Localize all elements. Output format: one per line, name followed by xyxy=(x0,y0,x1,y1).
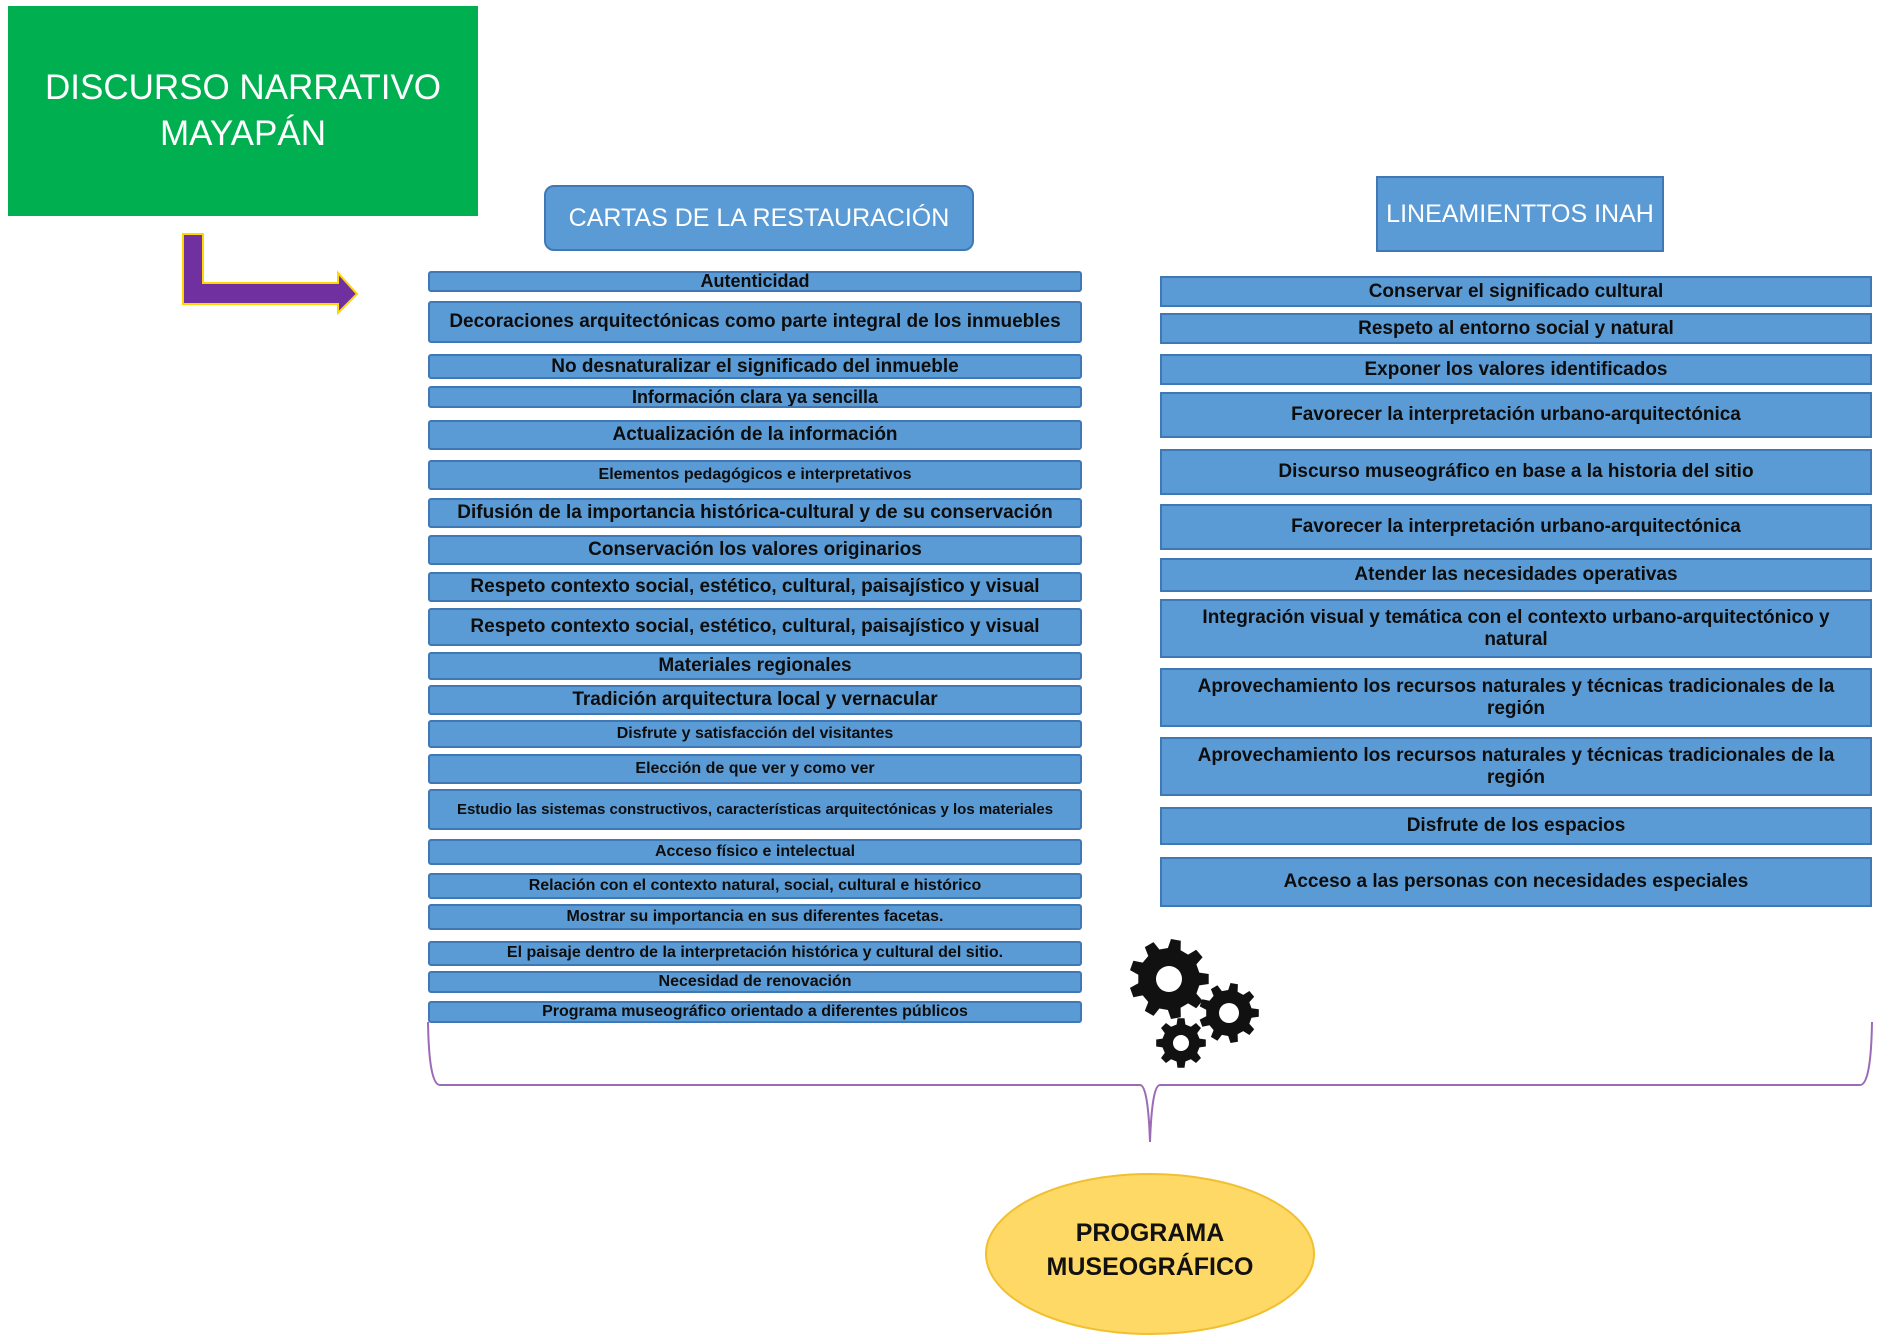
inah-header-label: LINEAMIENTTOS INAH xyxy=(1386,199,1654,228)
cartas-item: Respeto contexto social, estético, cultu… xyxy=(428,608,1082,646)
inah-item: Discurso museográfico en base a la histo… xyxy=(1160,449,1872,495)
gear-hole xyxy=(1156,966,1182,992)
cartas-item: Estudio las sistemas constructivos, cara… xyxy=(428,789,1082,830)
cartas-item: Elementos pedagógicos e interpretativos xyxy=(428,460,1082,490)
cartas-item: Disfrute y satisfacción del visitantes xyxy=(428,720,1082,748)
inah-item: Conservar el significado cultural xyxy=(1160,276,1872,307)
cartas-item: No desnaturalizar el significado del inm… xyxy=(428,354,1082,379)
inah-item: Atender las necesidades operativas xyxy=(1160,558,1872,592)
elbow-arrow-icon xyxy=(182,233,359,316)
inah-item: Integración visual y temática con el con… xyxy=(1160,599,1872,658)
diagram-title: DISCURSO NARRATIVO MAYAPÁN xyxy=(44,68,442,153)
diagram-title-box: DISCURSO NARRATIVO MAYAPÁN xyxy=(8,6,478,216)
cartas-item: Respeto contexto social, estético, cultu… xyxy=(428,572,1082,602)
gear-hole xyxy=(1219,1003,1239,1023)
inah-item: Exponer los valores identificados xyxy=(1160,354,1872,385)
curly-brace xyxy=(427,1021,1873,1143)
result-ellipse xyxy=(985,1173,1315,1335)
cartas-item: Programa museográfico orientado a difere… xyxy=(428,1001,1082,1023)
cartas-item: Conservación los valores originarios xyxy=(428,535,1082,565)
cartas-item: Autenticidad xyxy=(428,271,1082,292)
cartas-item: Elección de que ver y como ver xyxy=(428,754,1082,784)
inah-header: LINEAMIENTTOS INAH xyxy=(1376,176,1664,252)
inah-item: Favorecer la interpretación urbano-arqui… xyxy=(1160,504,1872,550)
cartas-item: Mostrar su importancia en sus diferentes… xyxy=(428,904,1082,930)
cartas-item: Acceso físico e intelectual xyxy=(428,839,1082,865)
cartas-header-label: CARTAS DE LA RESTAURACIÓN xyxy=(568,203,950,232)
cartas-item: Difusión de la importancia histórica-cul… xyxy=(428,498,1082,528)
inah-item: Respeto al entorno social y natural xyxy=(1160,313,1872,344)
cartas-item: Información clara ya sencilla xyxy=(428,386,1082,408)
inah-item: Favorecer la interpretación urbano-arqui… xyxy=(1160,392,1872,438)
inah-item: Aprovechamiento los recursos naturales y… xyxy=(1160,737,1872,796)
cartas-item: Materiales regionales xyxy=(428,652,1082,680)
inah-item: Disfrute de los espacios xyxy=(1160,807,1872,845)
gears-icon xyxy=(1130,939,1259,1068)
cartas-item: Actualización de la información xyxy=(428,420,1082,450)
cartas-item: Relación con el contexto natural, social… xyxy=(428,873,1082,899)
cartas-item: Necesidad de renovación xyxy=(428,971,1082,993)
cartas-header: CARTAS DE LA RESTAURACIÓN xyxy=(544,185,974,251)
cartas-item: El paisaje dentro de la interpretación h… xyxy=(428,941,1082,966)
inah-item: Aprovechamiento los recursos naturales y… xyxy=(1160,668,1872,727)
cartas-item: Decoraciones arquitectónicas como parte … xyxy=(428,301,1082,343)
cartas-item: Tradición arquitectura local y vernacula… xyxy=(428,685,1082,715)
gear-hole xyxy=(1173,1035,1189,1051)
inah-item: Acceso a las personas con necesidades es… xyxy=(1160,857,1872,907)
